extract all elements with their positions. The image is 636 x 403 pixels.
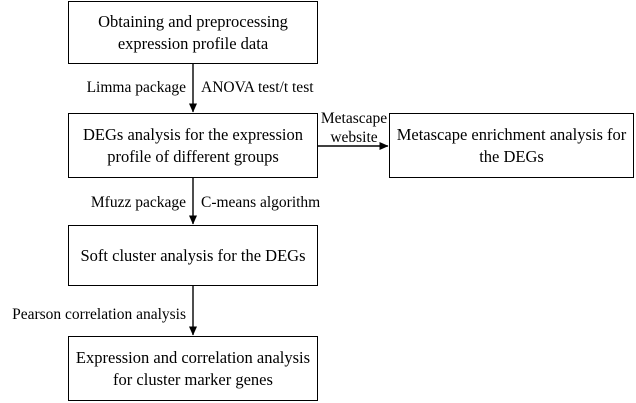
node-degs: DEGs analysis for the expression profile…	[68, 113, 318, 178]
node-degs-line2: profile of different groups	[107, 146, 279, 166]
node-degs-line1: DEGs analysis for the expression	[83, 124, 303, 144]
node-marker-line1: Expression and correlation analysis	[75, 347, 311, 367]
node-soft-cluster-line1: Soft cluster analysis for the DEGs	[80, 245, 306, 265]
node-preprocess-line2: expression profile data	[117, 33, 269, 53]
node-preprocess-line1: Obtaining and preprocessing	[98, 11, 288, 31]
edge-label-metascape-line1: Metascape	[320, 110, 388, 127]
node-soft-cluster: Soft cluster analysis for the DEGs	[68, 225, 318, 286]
node-metascape-line1: Metascape enrichment analysis for	[396, 124, 627, 144]
edge-label-mfuzz: Mfuzz package	[90, 194, 186, 211]
edge-label-cmeans: C-means algorithm	[201, 194, 321, 211]
edge-label-pearson: Pearson correlation analysis	[12, 306, 186, 323]
node-preprocess: Obtaining and preprocessing expression p…	[68, 1, 318, 64]
edge-label-limma: Limma package	[86, 79, 186, 96]
edge-label-anova: ANOVA test/t test	[201, 79, 314, 96]
node-marker-line2: for cluster marker genes	[113, 369, 273, 389]
node-metascape: Metascape enrichment analysis for the DE…	[389, 113, 634, 178]
node-marker: Expression and correlation analysis for …	[68, 336, 318, 401]
node-metascape-line2: the DEGs	[479, 146, 544, 166]
edge-label-metascape-website: Metascape website	[313, 109, 395, 147]
edge-label-metascape-line2: website	[330, 129, 378, 146]
